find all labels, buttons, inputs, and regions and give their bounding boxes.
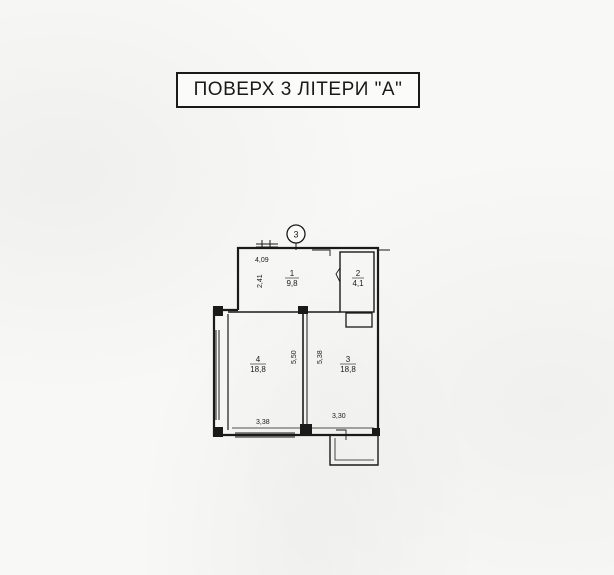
doors: [312, 249, 347, 440]
room-4-area: 18,8: [250, 365, 266, 374]
shaft-box: [345, 312, 373, 328]
room-4-width: 3,38: [256, 419, 270, 426]
axis-marker: 3: [286, 224, 306, 250]
upper-block-outline: [236, 246, 380, 435]
room-1-number: 1: [290, 269, 295, 278]
door-room-1-top: [312, 249, 331, 256]
floor-title: ПОВЕРХ 3 ЛІТЕРИ "А": [176, 72, 420, 108]
room-1-height: 2,41: [257, 274, 264, 288]
room-3-width: 3,30: [332, 413, 346, 420]
bottom-annex: [329, 435, 379, 466]
wall-fill-mid-bottom: [300, 424, 312, 436]
room-3-number: 3: [346, 355, 351, 364]
wall-fill-left-bottom: [213, 427, 223, 437]
bottom-annex-inner: [334, 438, 374, 461]
room-4-height: 5,50: [291, 350, 298, 364]
wall-fill-right-bottom: [372, 428, 380, 436]
room-3: 3 18,8 5,38 3,30: [317, 350, 356, 420]
door-room-3-bottom: [336, 429, 347, 440]
lower-left-wall: [212, 308, 378, 437]
room-1-area: 9,8: [286, 279, 298, 288]
wall-fill-left-top: [213, 306, 223, 316]
room-4-number: 4: [256, 355, 261, 364]
axis-label: 3: [293, 230, 298, 240]
walls: [212, 246, 390, 466]
room-1: 4,09 2,41 1 9,8: [255, 257, 299, 288]
room-2-area: 4,1: [352, 279, 364, 288]
door-room-2: [335, 267, 341, 283]
room-2: 2 4,1: [352, 269, 364, 288]
room-4: 4 18,8 5,50 3,38: [250, 350, 298, 426]
windows: [215, 240, 295, 438]
room-2-number: 2: [356, 269, 361, 278]
wall-fills: [213, 306, 380, 437]
room-3-height: 5,38: [317, 350, 324, 364]
room-3-area: 18,8: [340, 365, 356, 374]
wall-fill-mid-top: [298, 306, 308, 314]
room-1-width: 4,09: [255, 257, 269, 264]
